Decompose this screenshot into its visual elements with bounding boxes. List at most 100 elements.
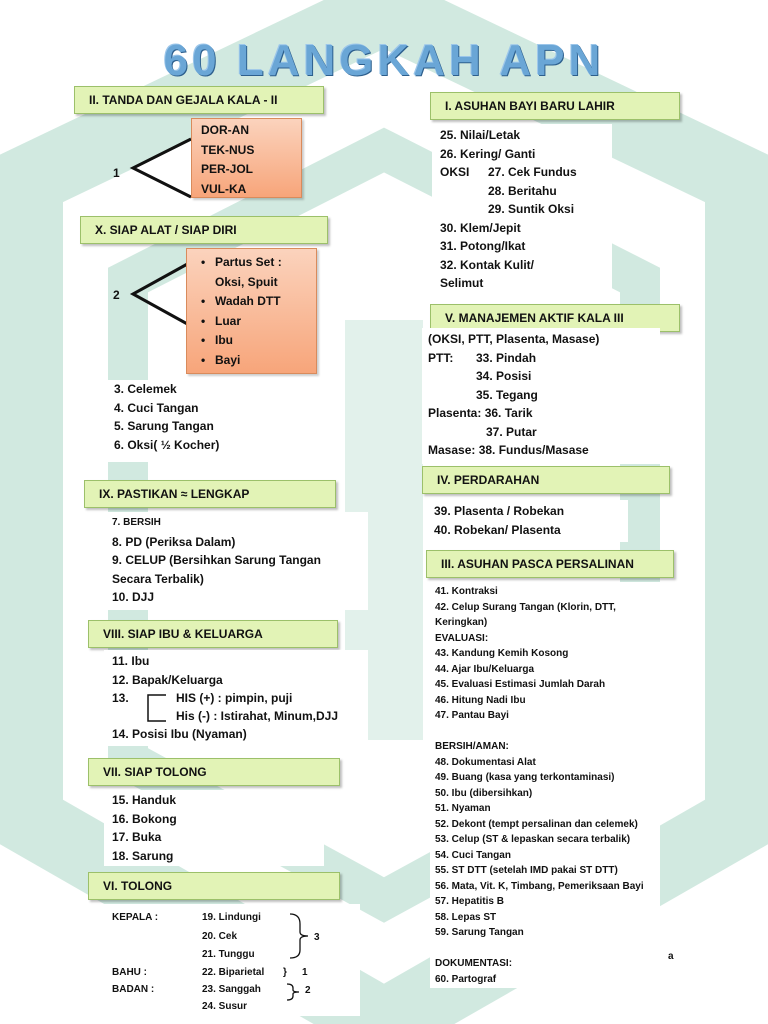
step-item: Secara Terbalik) bbox=[112, 571, 204, 586]
step-item: 18. Sarung bbox=[112, 848, 174, 863]
section-6-body: KEPALA : 19. Lindungi 20. Cek 21. Tunggu… bbox=[100, 904, 360, 1016]
section-10-steps: 3. Celemek 4. Cuci Tangan 5. Sarung Tang… bbox=[108, 380, 328, 462]
step-item: 9. CELUP (Bersihkan Sarung Tangan bbox=[112, 553, 321, 567]
step-item: 34. Posisi bbox=[476, 369, 532, 383]
step-item: Keringkan) bbox=[435, 617, 488, 628]
section-3-body: 41. Kontraksi 42. Celup Surang Tangan (K… bbox=[430, 582, 660, 988]
step-item: 11. Ibu bbox=[112, 654, 150, 668]
tool-item: Luar bbox=[201, 312, 316, 332]
section-9-header: IX. PASTIKAN ≈ LENGKAP bbox=[84, 480, 336, 508]
tool-item: Bayi bbox=[201, 351, 316, 371]
ptt-label: PTT: bbox=[428, 350, 454, 365]
oksi-row: OKSI 27. Cek Fundus bbox=[440, 163, 612, 182]
step-item: 35. Tegang bbox=[476, 387, 538, 402]
step-item: 54. Cuci Tangan bbox=[435, 849, 511, 861]
section-10-bracket bbox=[129, 260, 192, 328]
sign-item: PER-JOL bbox=[201, 162, 254, 176]
section-7-header: VII. SIAP TOLONG bbox=[88, 758, 340, 786]
kepala-brace bbox=[289, 913, 309, 959]
step-item: 51. Nyaman bbox=[435, 803, 491, 814]
step-item: 56. Mata, Vit. K, Timbang, Pemeriksaan B… bbox=[435, 880, 644, 892]
subheading: DOKUMENTASI: bbox=[435, 958, 513, 969]
step-item: 15. Handuk bbox=[112, 793, 177, 807]
spacer bbox=[435, 941, 660, 957]
step-item: 48. Dokumentasi Alat bbox=[435, 756, 536, 768]
section-2-number: 1 bbox=[113, 166, 120, 180]
bahu-label: BAHU : bbox=[112, 967, 147, 978]
kepala-count: 3 bbox=[314, 932, 320, 943]
plasenta-row: Plasenta: 36. Tarik bbox=[428, 406, 533, 420]
sign-item: VUL-KA bbox=[201, 181, 247, 196]
step-item: 40. Robekan/ Plasenta bbox=[434, 522, 561, 537]
kepala-label: KEPALA : bbox=[112, 912, 159, 923]
step-item: 6. Oksi( ½ Kocher) bbox=[114, 437, 220, 452]
tool-item: Partus Set : bbox=[201, 253, 316, 273]
section-9-steps: 7. BERSIH 8. PD (Periksa Dalam) 9. CELUP… bbox=[104, 512, 368, 610]
tool-subitem: Oksi, Spuit bbox=[215, 274, 278, 289]
step-item: 49. Buang (kasa yang terkontaminasi) bbox=[435, 772, 615, 783]
section-2-header: II. TANDA DAN GEJALA KALA - II bbox=[74, 86, 324, 114]
section-2-box: DOR-AN TEK-NUS PER-JOL VUL-KA bbox=[191, 118, 302, 198]
section-10-header: X. SIAP ALAT / SIAP DIRI bbox=[80, 216, 328, 244]
spacer bbox=[435, 724, 660, 740]
subheading: BERSIH/AMAN: bbox=[435, 741, 509, 752]
sign-item: TEK-NUS bbox=[201, 142, 255, 157]
step-item: 52. Dekont (tempt persalinan dan celemek… bbox=[435, 818, 638, 830]
step-item: 33. Pindah bbox=[476, 350, 537, 365]
step-13-number: 13. bbox=[112, 691, 129, 705]
step-item: 59. Sarung Tangan bbox=[435, 927, 524, 938]
section-2-bracket bbox=[129, 137, 192, 199]
badan-count: 2 bbox=[305, 985, 311, 996]
step-item: 44. Ajar Ibu/Keluarga bbox=[435, 663, 535, 675]
oksi-label: OKSI bbox=[440, 165, 470, 179]
step-item: 45. Evaluasi Estimasi Jumlah Darah bbox=[435, 679, 606, 690]
section-6-header: VI. TOLONG bbox=[88, 872, 340, 900]
step-item: 12. Bapak/Keluarga bbox=[112, 672, 223, 687]
section-1-body: 25. Nilai/Letak 26. Kering/ Ganti OKSI 2… bbox=[432, 124, 612, 296]
step-item: 47. Pantau Bayi bbox=[435, 710, 509, 721]
step-item: 17. Buka bbox=[112, 830, 162, 844]
tool-item: Ibu bbox=[201, 331, 316, 351]
step-item: 8. PD (Periksa Dalam) bbox=[112, 534, 236, 549]
section-10-number: 2 bbox=[113, 288, 120, 302]
badan-brace bbox=[286, 983, 300, 1001]
section-7-steps: 15. Handuk 16. Bokong 17. Buka 18. Sarun… bbox=[104, 790, 324, 866]
sign-item: DOR-AN bbox=[201, 123, 249, 137]
step-item: 20. Cek bbox=[202, 931, 238, 942]
corner-mark: a bbox=[668, 951, 674, 962]
step-item: 60. Partograf bbox=[435, 973, 497, 985]
section-3-header: III. ASUHAN PASCA PERSALINAN bbox=[426, 550, 674, 578]
step-item: 58. Lepas ST bbox=[435, 911, 497, 923]
step-item: 46. Hitung Nadi Ibu bbox=[435, 694, 526, 706]
step-item: 42. Celup Surang Tangan (Klorin, DTT, bbox=[435, 601, 616, 613]
step-item: 31. Potong/Ikat bbox=[440, 239, 526, 253]
section-4-body: 39. Plasenta / Robekan 40. Robekan/ Plas… bbox=[428, 500, 628, 542]
step-13: 13. HIS (+) : pimpin, puji His (-) : Ist… bbox=[112, 689, 368, 725]
his-negative: His (-) : Istirahat, Minum,DJJ bbox=[176, 709, 339, 723]
step-item: 14. Posisi Ibu (Nyaman) bbox=[112, 727, 247, 741]
step-item: 29. Suntik Oksi bbox=[488, 202, 575, 216]
bahu-count: 1 bbox=[302, 967, 308, 978]
section-4-header: IV. PERDARAHAN bbox=[422, 466, 670, 494]
step-item: 43. Kandung Kemih Kosong bbox=[435, 648, 569, 659]
step-item: 27. Cek Fundus bbox=[488, 165, 577, 179]
step-item: 30. Klem/Jepit bbox=[440, 220, 521, 235]
step-item: 37. Putar bbox=[486, 424, 537, 439]
subheading: EVALUASI: bbox=[435, 632, 489, 644]
step-item: 53. Celup (ST & lepaskan secara terbalik… bbox=[435, 834, 631, 845]
step-item: 16. Bokong bbox=[112, 811, 177, 826]
his-positive: HIS (+) : pimpin, puji bbox=[176, 691, 293, 705]
page-title: 60 LANGKAH APN bbox=[163, 36, 605, 85]
step-item: 41. Kontraksi bbox=[435, 586, 498, 597]
bahu-brace: } bbox=[283, 967, 287, 978]
step-item: 4. Cuci Tangan bbox=[114, 400, 199, 415]
step-item: 28. Beritahu bbox=[488, 183, 557, 198]
step-item: 26. Kering/ Ganti bbox=[440, 146, 536, 161]
step-item: 10. DJJ bbox=[112, 590, 155, 604]
section-1-header: I. ASUHAN BAYI BARU LAHIR bbox=[430, 92, 680, 120]
badan-label: BADAN : bbox=[112, 984, 155, 995]
step-item: 5. Sarung Tangan bbox=[114, 419, 214, 433]
step-item: 21. Tunggu bbox=[202, 949, 255, 960]
his-bracket bbox=[147, 694, 166, 722]
step-item: 39. Plasenta / Robekan bbox=[434, 504, 565, 518]
